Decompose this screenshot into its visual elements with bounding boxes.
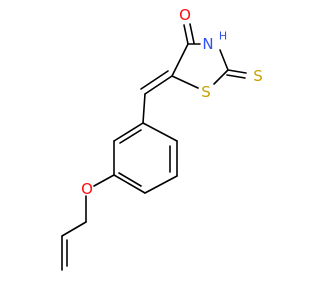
bond-ch-aryl (142, 93, 146, 124)
bond-c4-o-2 (189, 23, 195, 44)
bond-c4-o-1 (183, 24, 189, 45)
bond-c5-ch-1 (144, 75, 173, 95)
sulfur-ring-label: S (201, 83, 211, 101)
structure-diagram: O N H S S O (61, 6, 263, 271)
bond-ar-o (93, 174, 115, 187)
bond-ch2-ch (61, 221, 87, 237)
bond-ar-inner-3 (119, 129, 142, 144)
bond-ar-3 (144, 175, 178, 194)
nitrogen-hydrogen-label: H (219, 30, 227, 43)
bond-c5-ch-2 (140, 70, 169, 90)
nitrogen-label: N (202, 35, 213, 53)
bond-c2-s-2 (226, 74, 246, 79)
molecule-drawing: O N H S S O (61, 6, 263, 271)
sulfur-thione-label: S (253, 67, 263, 85)
oxygen-ether-label: O (81, 180, 93, 198)
bond-c2-s1 (213, 69, 229, 85)
bond-c2-s-1 (227, 69, 247, 74)
bond-s1-c5 (171, 75, 199, 89)
bond-c4-c5 (171, 43, 189, 77)
oxygen-carbonyl-label: O (179, 6, 191, 24)
bond-ar-inner-2 (118, 172, 142, 187)
bond-n3-c2 (219, 49, 229, 71)
bond-ar-6 (113, 122, 144, 142)
bond-ar-1 (142, 122, 178, 142)
bond-ar-4 (113, 174, 146, 194)
